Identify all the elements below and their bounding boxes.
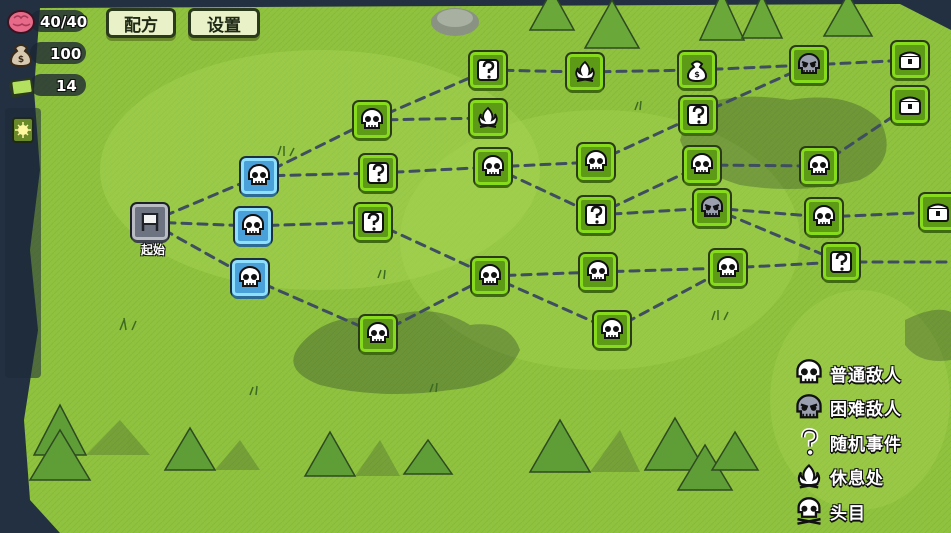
map-node-chest[interactable] [892, 87, 928, 123]
map-node-event[interactable] [823, 244, 859, 280]
question-icon [830, 251, 852, 273]
cards-value: 14 [56, 77, 77, 95]
health-display: 40/40 [6, 8, 87, 36]
skull-icon [367, 322, 389, 343]
map-node-treasure[interactable]: $ [679, 52, 715, 88]
elite-skull-icon [798, 53, 820, 74]
map-node-enemy[interactable] [360, 316, 396, 352]
legend-label: 困难敌人 [830, 400, 902, 421]
recipe-button[interactable]: 配方 [106, 8, 176, 38]
map-node-elite[interactable] [694, 190, 730, 226]
map-node-enemy[interactable] [232, 260, 268, 296]
map-node-enemy[interactable] [710, 250, 746, 286]
map-node-event[interactable] [360, 155, 396, 191]
question-icon [362, 211, 384, 233]
campfire-icon [575, 60, 595, 82]
lantern-relic-icon[interactable] [9, 114, 37, 146]
health-value: 40/40 [40, 13, 88, 31]
card-stack-icon [8, 77, 34, 98]
skull-icon [479, 264, 501, 285]
campfire-icon [794, 462, 824, 492]
map-node-enemy[interactable] [801, 148, 837, 184]
campfire-icon [478, 106, 498, 128]
map-node-rest[interactable] [567, 54, 603, 90]
map-node-enemy[interactable] [472, 258, 508, 294]
skull-icon [587, 260, 609, 281]
skull-icon [242, 214, 264, 235]
legend-label: 普通敌人 [830, 365, 902, 386]
elite-skull-icon [701, 196, 723, 217]
map-node-enemy[interactable] [354, 102, 390, 138]
skull-icon [717, 256, 739, 277]
legend-rest: 休息处 [794, 460, 944, 495]
health-pill [30, 10, 86, 32]
brain-icon [7, 10, 35, 34]
legend-label: 休息处 [830, 469, 884, 490]
start-node[interactable] [132, 204, 168, 240]
money-bag-icon: $ [9, 44, 33, 68]
settings-button[interactable]: 设置 [188, 8, 260, 38]
legend-random-event: 随机事件 [794, 425, 944, 460]
money-bag-icon: $ [686, 60, 708, 83]
map-node-chest[interactable] [892, 42, 928, 78]
map-node-elite[interactable] [791, 47, 827, 83]
skull-icon [248, 164, 270, 185]
map-node-enemy[interactable] [241, 158, 277, 194]
cards-pill [30, 74, 86, 96]
legend-label: 随机事件 [830, 434, 902, 455]
map-node-enemy[interactable] [235, 208, 271, 244]
gold-display: $ 100 [6, 40, 81, 68]
skull-icon [239, 266, 261, 287]
legend-label: 头目 [830, 503, 866, 524]
chest-icon [899, 51, 921, 70]
relic-bar [5, 108, 41, 378]
map-node-enemy[interactable] [684, 147, 720, 183]
chest-icon [899, 96, 921, 115]
skull-icon [813, 205, 835, 226]
skull-icon [691, 153, 713, 174]
skull-icon [361, 108, 383, 129]
svg-text:$: $ [18, 55, 24, 65]
map-node-enemy[interactable] [475, 149, 511, 185]
map-legend: 普通敌人 困难敌人 随机事件 休息处 头目 [794, 356, 944, 529]
skull-icon [585, 150, 607, 171]
svg-text:$: $ [694, 70, 700, 79]
skull-icon [482, 155, 504, 176]
map-node-event[interactable] [470, 52, 506, 88]
map-node-rest[interactable] [470, 100, 506, 136]
cards-display: 14 [6, 72, 77, 100]
map-node-enemy[interactable] [594, 312, 630, 348]
chest-icon [927, 203, 949, 222]
question-icon [585, 204, 607, 226]
map-node-event[interactable] [355, 204, 391, 240]
map-node-event[interactable] [680, 97, 716, 133]
map-node-event[interactable] [578, 197, 614, 233]
question-icon [794, 427, 824, 457]
legend-normal-enemy: 普通敌人 [794, 356, 944, 391]
gold-pill [30, 42, 86, 64]
map-node-enemy[interactable] [580, 254, 616, 290]
legend-boss: 头目 [794, 494, 944, 529]
skull-icon [794, 358, 824, 388]
start-label: 起始 [140, 243, 165, 257]
map-node-enemy[interactable] [578, 144, 614, 180]
flag-icon [141, 213, 159, 231]
question-icon [477, 59, 499, 81]
gold-value: 100 [50, 45, 82, 63]
question-icon [367, 162, 389, 184]
boss-icon [794, 496, 824, 526]
question-icon [687, 104, 709, 126]
map-node-chest[interactable] [920, 194, 951, 230]
elite-skull-icon [794, 393, 824, 423]
map-node-enemy[interactable] [806, 199, 842, 235]
legend-elite-enemy: 困难敌人 [794, 391, 944, 426]
skull-icon [601, 318, 623, 339]
skull-icon [808, 154, 830, 175]
